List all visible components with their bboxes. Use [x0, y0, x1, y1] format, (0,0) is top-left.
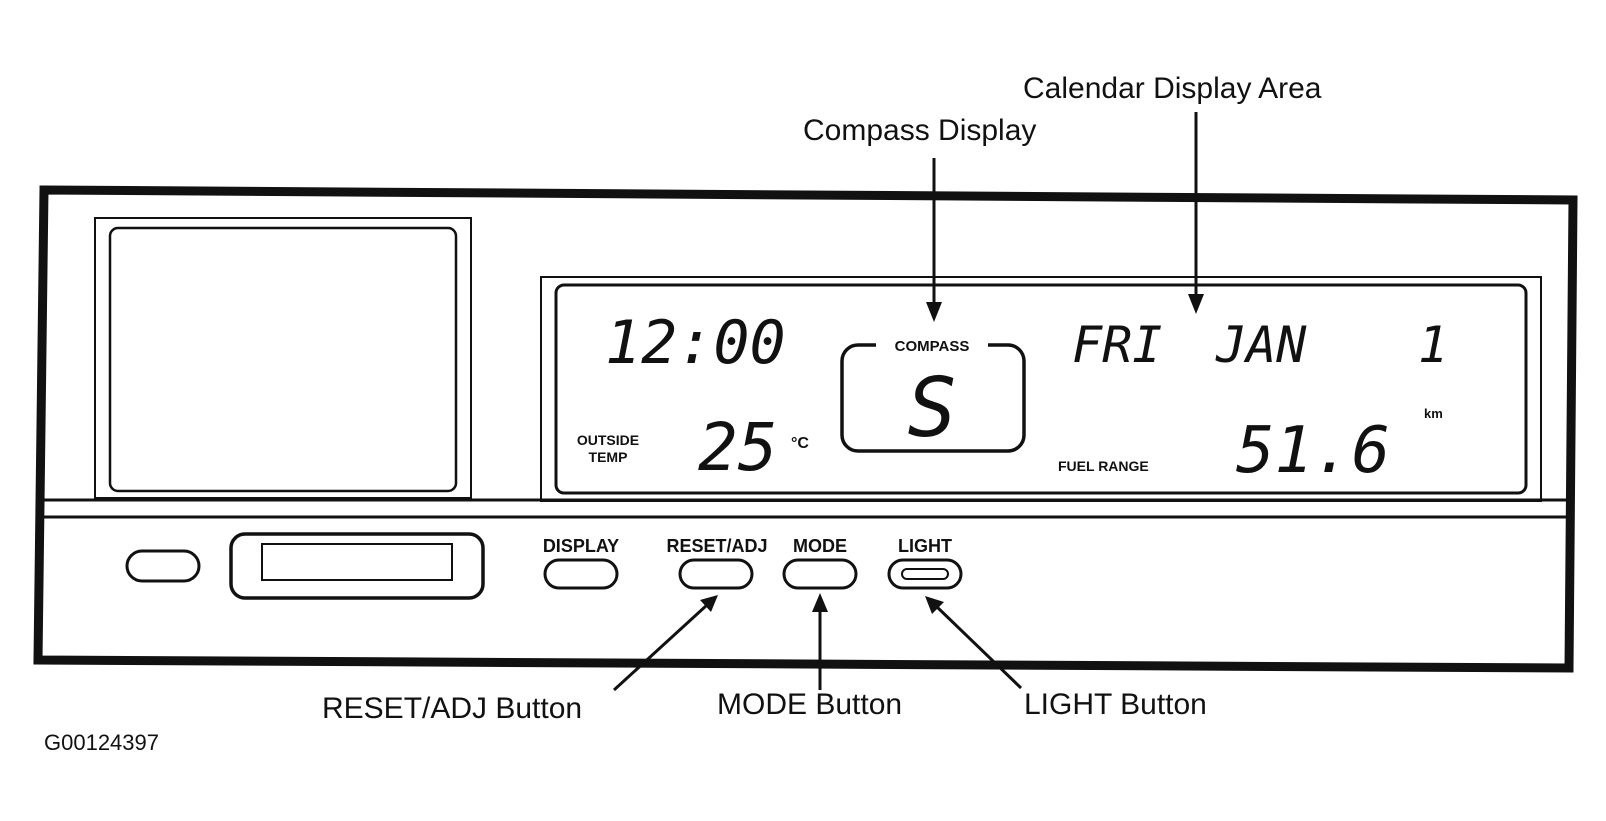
reset-adj-button[interactable]: [678, 558, 754, 590]
outside-temp-label-line2: TEMP: [589, 449, 628, 465]
compass-label-backing: [876, 333, 988, 355]
light-button-callout: LIGHT Button: [1024, 688, 1207, 721]
mode-callout-arrow: [812, 593, 828, 690]
compass-label: COMPASS: [895, 338, 970, 355]
reset-adj-button-label: RESET/ADJ: [666, 536, 767, 556]
display-button[interactable]: [543, 558, 619, 590]
calendar-month: JAN: [1215, 316, 1307, 374]
map-lamp-lens-frame: [94, 217, 472, 499]
garage-opener-frame[interactable]: [229, 532, 485, 600]
compass-heading: S: [907, 361, 956, 456]
light-button-label: LIGHT: [898, 536, 952, 556]
calendar-date: 1: [1418, 316, 1448, 374]
fuel-range-unit: km: [1424, 406, 1443, 421]
display-button-label: DISPLAY: [543, 536, 619, 556]
mode-button[interactable]: [782, 558, 858, 590]
reset-adj-callout-arrow: [612, 595, 718, 692]
figure-id: G00124397: [44, 730, 159, 755]
console-outline: [33, 185, 1578, 673]
compass-display-callout: Compass Display: [803, 114, 1036, 147]
light-button-inner: [901, 568, 949, 580]
mode-button-label: MODE: [793, 536, 847, 556]
light-button[interactable]: [887, 558, 963, 590]
outside-temp-label-line1: OUTSIDE: [577, 432, 639, 448]
calendar-day: FRI: [1072, 316, 1162, 374]
calendar-callout-arrow: [1188, 112, 1204, 314]
lcd-screen: [554, 283, 1528, 495]
garage-opener-window: [261, 543, 453, 581]
map-lamp-switch[interactable]: [125, 549, 201, 583]
compass-callout-arrow: [926, 158, 942, 322]
temperature-unit: °C: [791, 435, 809, 452]
fuel-range-value: 51.6: [1236, 414, 1390, 488]
mode-button-callout: MODE Button: [717, 688, 902, 721]
clock-time: 12:00: [605, 308, 786, 378]
light-callout-arrow: [925, 596, 1023, 690]
fuel-range-label: FUEL RANGE: [1058, 458, 1149, 474]
temperature-value: 25: [698, 409, 777, 486]
reset-adj-button-callout: RESET/ADJ Button: [322, 692, 582, 725]
calendar-display-area-callout: Calendar Display Area: [1023, 72, 1322, 105]
map-lamp-lens: [108, 226, 458, 493]
